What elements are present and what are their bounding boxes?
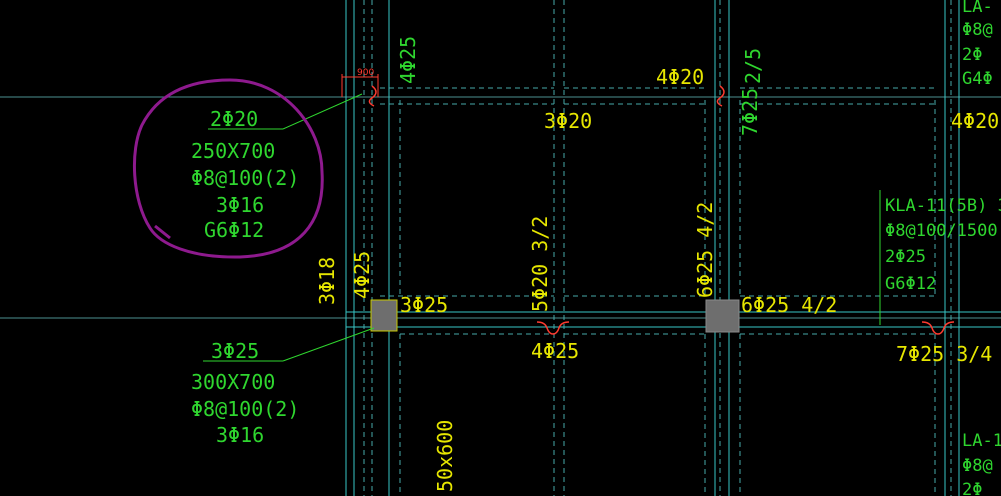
- callout-kla-11[interactable]: KLA-11(5B) 3 Φ8@100/1500 2Φ25 G6Φ12: [885, 196, 1001, 294]
- kla-line4: G6Φ12: [885, 274, 936, 294]
- botright-2f: 2Φ: [962, 480, 982, 496]
- beam-mid-3f20: 3Φ20: [544, 109, 592, 133]
- callout2-line4: 3Φ16: [216, 423, 264, 447]
- column-mid[interactable]: [705, 299, 740, 333]
- beam-6f25-h: 6Φ25 4/2: [741, 293, 837, 317]
- topright-f8: Φ8@: [962, 20, 993, 40]
- col-3f18: 3Φ18: [315, 257, 339, 305]
- callout2-line3: Φ8@100(2): [191, 397, 299, 421]
- hook-bottom-2: [921, 321, 955, 335]
- column-left[interactable]: [370, 299, 398, 332]
- callout-top-right[interactable]: LA- Φ8@ 2Φ G4Φ: [962, 0, 993, 89]
- callout-bottom-right[interactable]: LA-1 Φ8@ 2Φ: [962, 431, 1001, 496]
- hook-bottom-1: [536, 321, 570, 335]
- hook-top-left: [368, 85, 377, 107]
- dimension-label-900: 900: [357, 68, 374, 78]
- topright-la: LA-: [962, 0, 993, 17]
- leader-2-diag: [282, 327, 375, 362]
- topright-2f: 2Φ: [962, 45, 982, 65]
- leader-lines: [203, 93, 881, 362]
- rebar-hooks: [368, 85, 955, 335]
- beam-top-2-5: 2/5: [741, 48, 765, 84]
- col-top-4f25: 4Φ25: [396, 36, 420, 84]
- callout2-line1: 3Φ25: [211, 339, 259, 363]
- beam-bot-4f25: 4Φ25: [531, 339, 579, 363]
- beam-right-4f20: 4Φ20: [951, 109, 999, 133]
- beam-bot-7f25: 7Φ25 3/4: [896, 342, 992, 366]
- kla-line1: KLA-11(5B) 3: [885, 196, 1001, 216]
- beam-top-7f25: 7Φ25: [738, 88, 762, 136]
- hook-top-mid: [716, 85, 725, 107]
- botright-la: LA-1: [962, 431, 1001, 451]
- callout1-line3: Φ8@100(2): [191, 166, 299, 190]
- beam-top-4f20: 4Φ20: [656, 65, 704, 89]
- topright-g4: G4Φ: [962, 69, 993, 89]
- callout1-line1: 2Φ20: [210, 107, 258, 131]
- beam-50x600: 50x600: [433, 420, 457, 492]
- callout-beam-2[interactable]: 3Φ25 300X700 Φ8@100(2) 3Φ16: [191, 339, 299, 447]
- kla-line2: Φ8@100/1500: [885, 221, 998, 241]
- botright-f8: Φ8@: [962, 456, 993, 476]
- callout2-line2: 300X700: [191, 370, 275, 394]
- beam-6f25-v: 6Φ25 4/2: [693, 202, 717, 298]
- markup-circle: [133, 78, 324, 259]
- callout1-line5: G6Φ12: [204, 218, 264, 242]
- callout1-line4: 3Φ16: [216, 193, 264, 217]
- leader-1-diag: [282, 93, 363, 130]
- beam-dashed-edges: [363, 0, 952, 496]
- col-4f25: 4Φ25: [350, 251, 374, 299]
- callout1-line2: 250X700: [191, 139, 275, 163]
- col-right-3f25: 3Φ25: [400, 293, 448, 317]
- callout-beam-1[interactable]: 2Φ20 250X700 Φ8@100(2) 3Φ16 G6Φ12: [191, 107, 299, 242]
- kla-line3: 2Φ25: [885, 247, 926, 267]
- dimension-900: [341, 74, 379, 97]
- beam-5f20: 5Φ20 3/2: [528, 216, 552, 312]
